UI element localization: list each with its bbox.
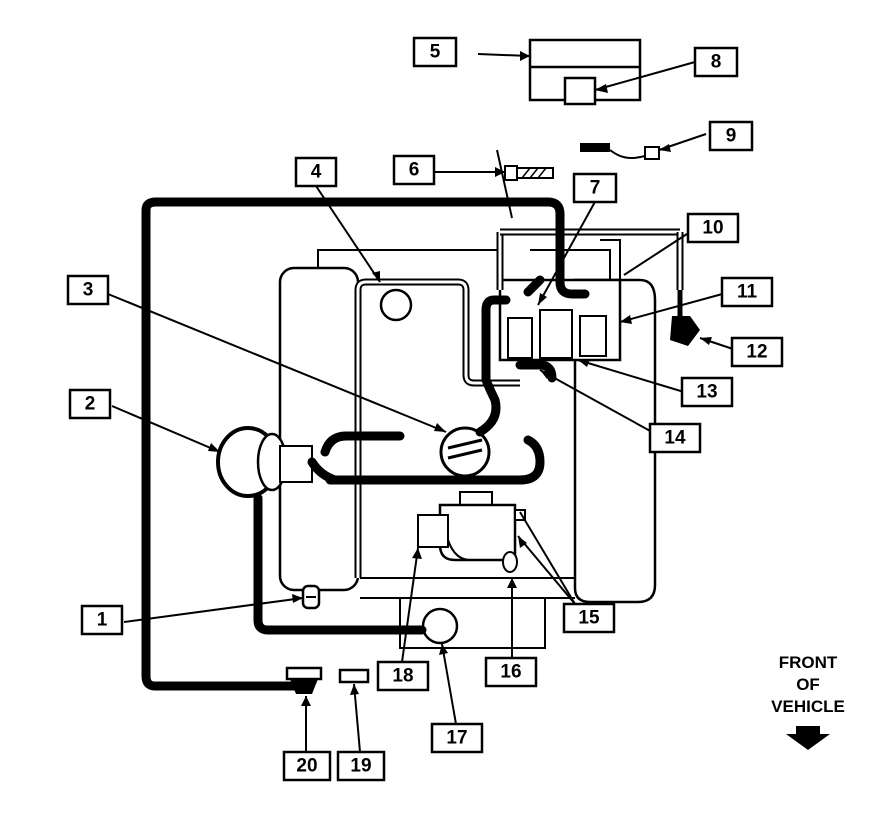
callout-label-16: 16 <box>500 662 521 683</box>
callout-label-19: 19 <box>350 756 371 777</box>
callout-label-15: 15 <box>578 608 600 629</box>
callout-label-20: 20 <box>296 756 317 777</box>
connector-9 <box>580 143 660 160</box>
front-label-line1: FRONT <box>779 653 838 672</box>
callout-9: 9 <box>708 120 754 152</box>
callout-label-5: 5 <box>430 42 441 63</box>
check-valve-1 <box>301 584 321 610</box>
engine-outline <box>317 249 500 268</box>
callout-3: 3 <box>66 274 110 306</box>
callout-12: 12 <box>730 336 784 368</box>
callout-label-8: 8 <box>711 52 722 73</box>
callout-label-18: 18 <box>392 666 413 687</box>
callout-14: 14 <box>648 422 702 454</box>
callout-5: 5 <box>412 36 458 68</box>
part-12 <box>670 290 700 346</box>
left-reservoir <box>278 266 360 592</box>
callout-label-14: 14 <box>664 428 686 449</box>
leader-lines <box>107 51 737 753</box>
callout-4: 4 <box>294 156 338 188</box>
callout-label-2: 2 <box>85 394 96 415</box>
connector-19 <box>338 668 370 684</box>
callout-label-1: 1 <box>97 610 108 631</box>
callout-label-4: 4 <box>311 162 322 183</box>
callout-1: 1 <box>80 604 124 636</box>
canister-17 <box>421 607 459 645</box>
callout-2: 2 <box>68 388 112 420</box>
callout-label-11: 11 <box>737 282 758 303</box>
air-cleaner-2 <box>216 426 313 498</box>
callout-label-10: 10 <box>702 218 723 239</box>
callout-19: 19 <box>336 750 386 782</box>
callout-16: 16 <box>484 656 538 688</box>
front-label-line3: VEHICLE <box>771 697 845 716</box>
sensor-6 <box>496 149 554 219</box>
callout-15: 15 <box>562 602 616 634</box>
callout-label-17: 17 <box>446 728 467 749</box>
callout-10: 10 <box>686 212 740 244</box>
valve-3 <box>439 426 491 478</box>
vacuum-hoses <box>141 197 590 691</box>
callout-label-13: 13 <box>696 382 717 403</box>
solenoid-15-18 <box>417 491 526 573</box>
callout-20: 20 <box>282 750 332 782</box>
control-valve-assembly <box>496 228 684 362</box>
callout-7: 7 <box>572 172 618 204</box>
filler-cap <box>379 288 413 322</box>
right-reservoir <box>573 278 657 604</box>
callout-label-3: 3 <box>83 280 94 301</box>
callout-11: 11 <box>720 276 774 308</box>
front-label-line2: OF <box>796 675 820 694</box>
front-arrow-icon <box>786 726 830 750</box>
front-of-vehicle-indicator: FRONT OF VEHICLE <box>771 653 845 750</box>
callout-label-6: 6 <box>409 160 420 181</box>
callout-8: 8 <box>693 46 739 78</box>
callout-17: 17 <box>430 722 484 754</box>
callout-18: 18 <box>376 660 430 692</box>
module-5-8 <box>528 38 642 106</box>
callout-6: 6 <box>392 154 436 186</box>
callout-label-9: 9 <box>726 126 737 147</box>
callout-13: 13 <box>680 376 734 408</box>
callout-label-12: 12 <box>746 342 767 363</box>
callout-label-7: 7 <box>590 178 601 199</box>
